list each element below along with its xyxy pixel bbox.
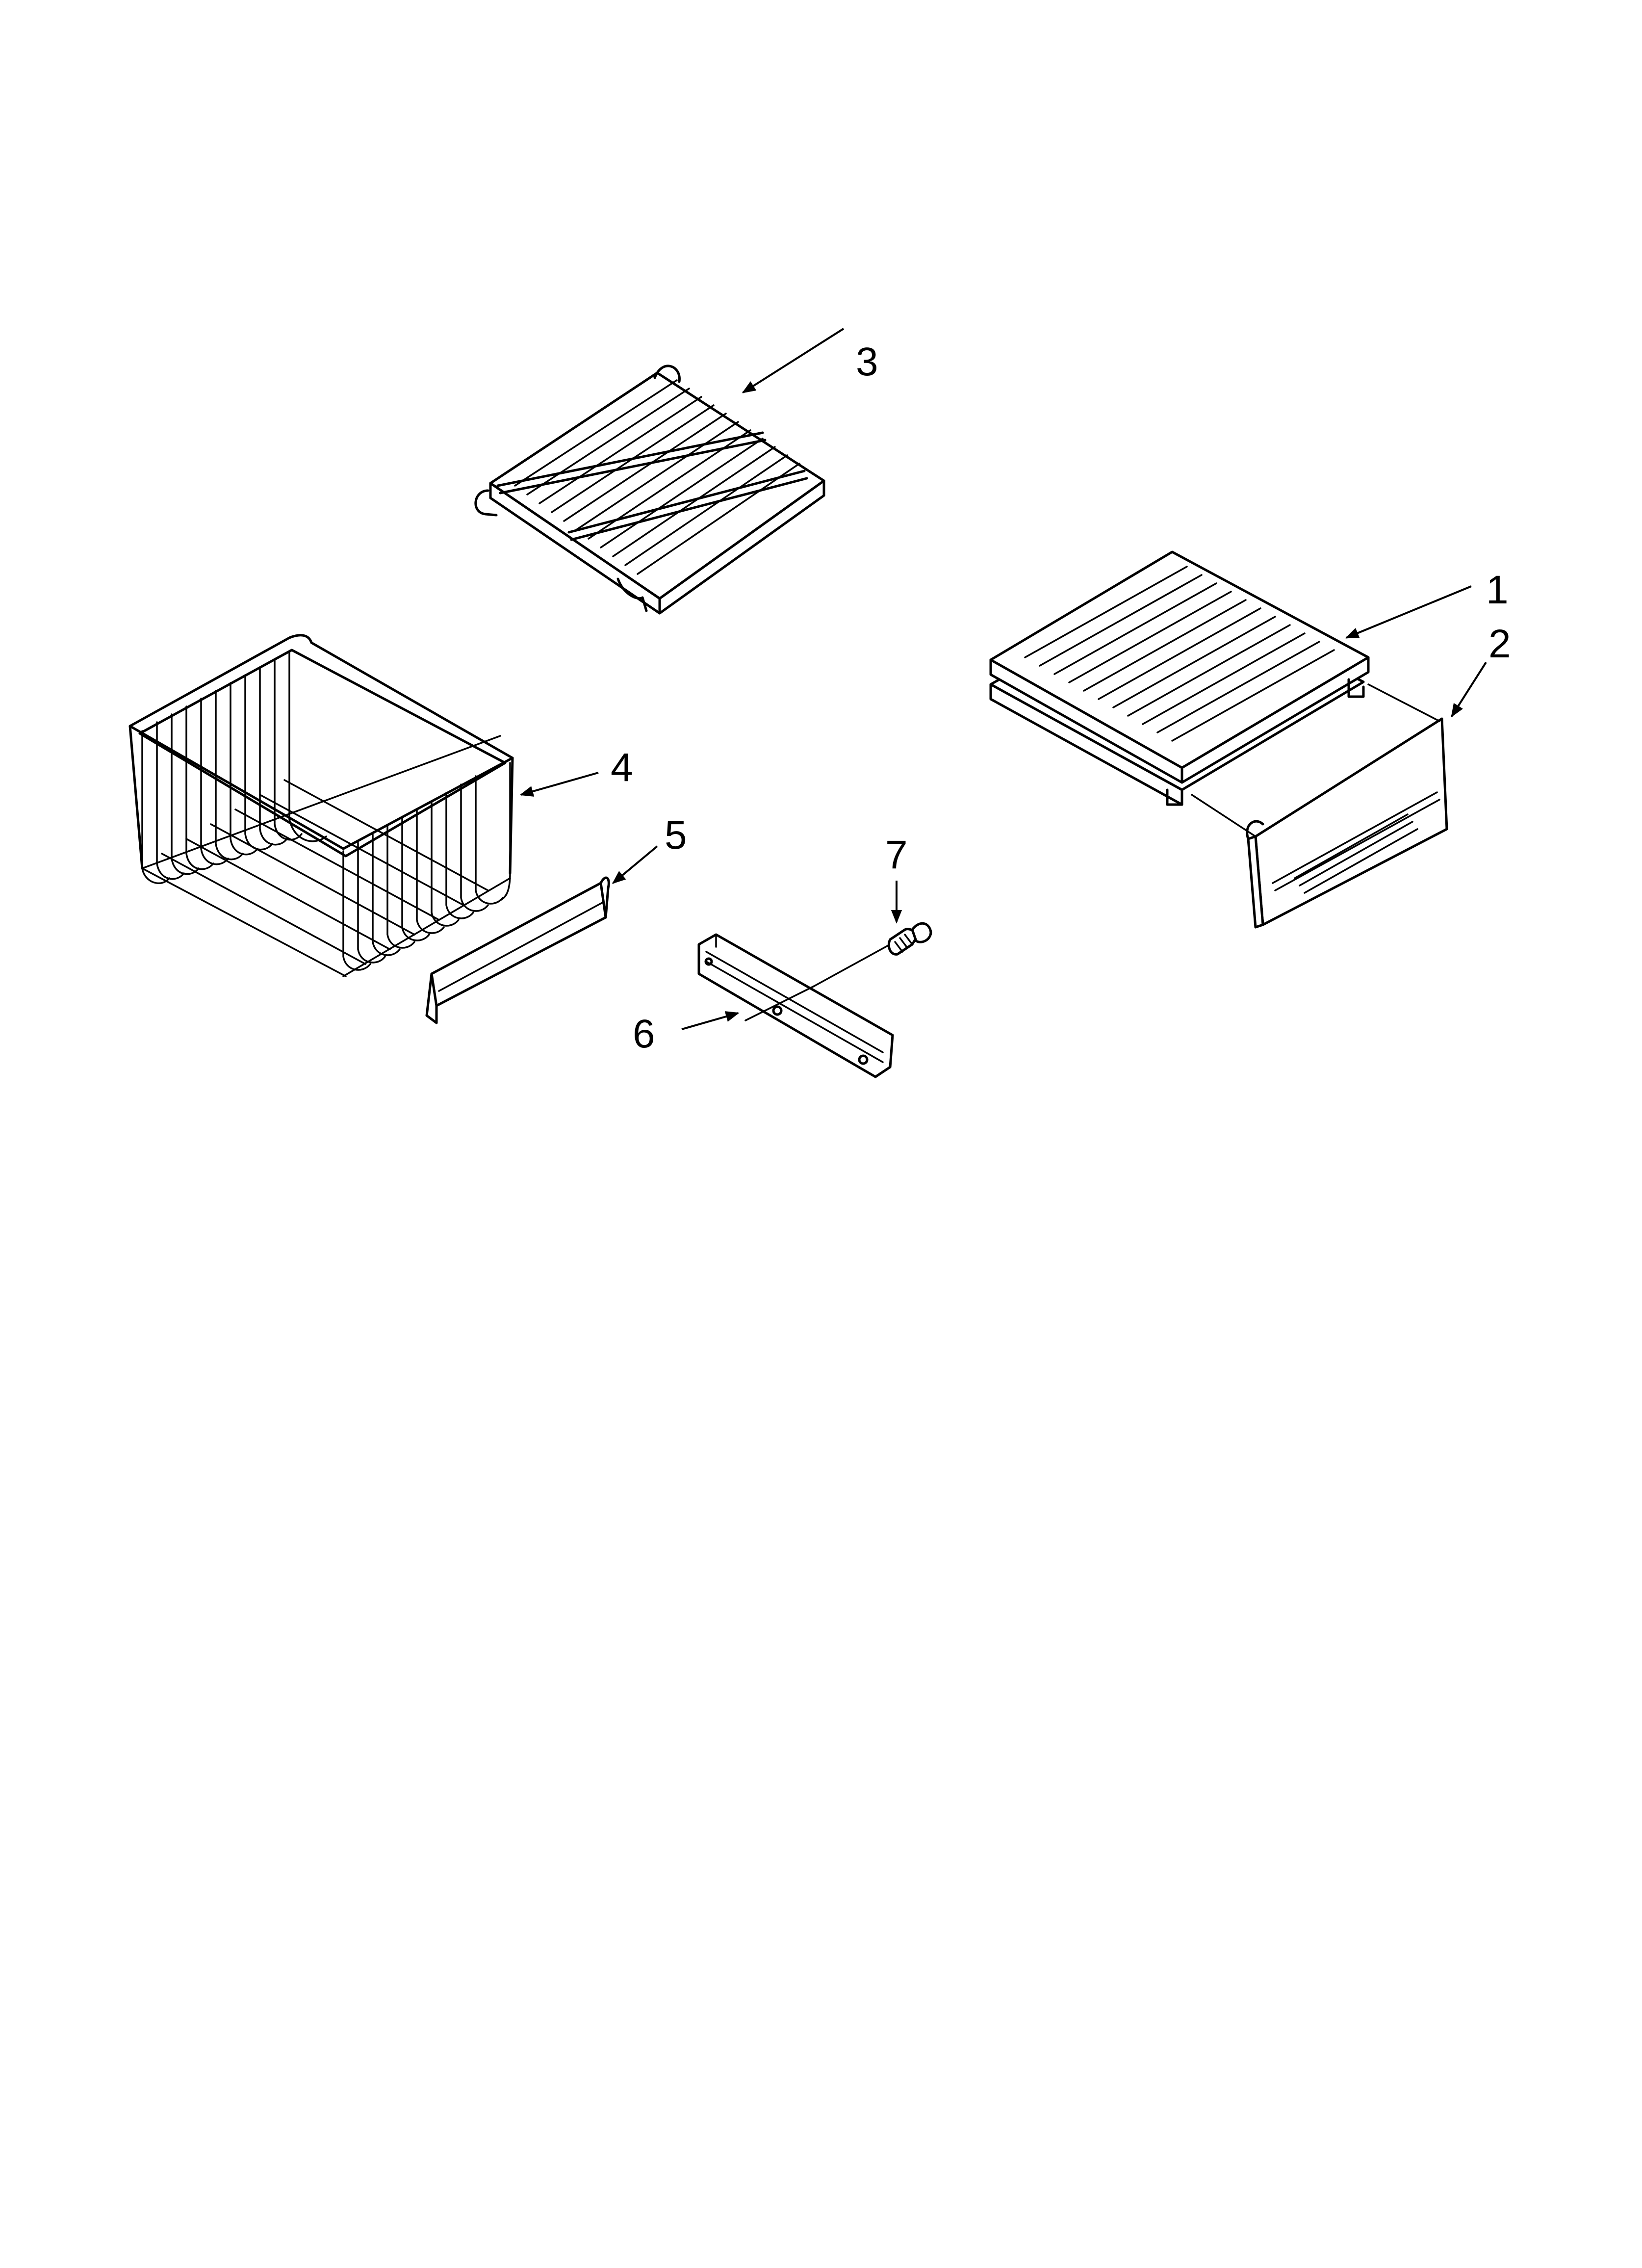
part-1-shelf-cover [989, 550, 1370, 806]
callout-4: 4 [611, 745, 633, 790]
part-5-basket-trim [425, 876, 610, 1024]
part-2-front-panel [1191, 683, 1448, 929]
part-7-screw [887, 922, 932, 956]
callout-2: 2 [1488, 622, 1511, 666]
part-3-wire-shelf [474, 365, 825, 615]
part-6-slide-rail [697, 933, 894, 1078]
callout-leaders [519, 328, 1487, 1030]
part-4-wire-basket [128, 634, 514, 977]
callout-5: 5 [665, 813, 687, 858]
callout-3: 3 [856, 339, 878, 384]
callout-6: 6 [633, 1012, 655, 1056]
callout-labels: 1 2 3 4 5 6 7 [611, 339, 1511, 1056]
callout-1: 1 [1486, 568, 1509, 612]
callout-7: 7 [885, 833, 908, 877]
